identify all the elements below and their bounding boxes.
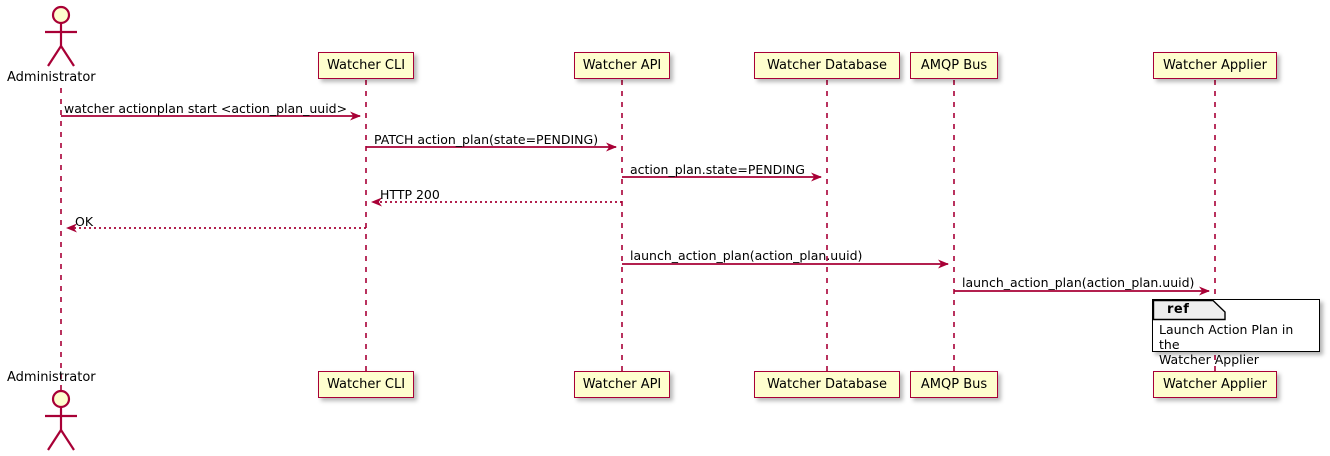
message-label-5: OK bbox=[75, 214, 94, 229]
ref-fragment-tab-label: ref bbox=[1167, 302, 1190, 317]
participant-watcher-database-top[interactable]: Watcher Database bbox=[754, 52, 900, 79]
message-arrows bbox=[61, 111, 1210, 296]
participant-label: Watcher API bbox=[582, 58, 662, 73]
lifelines bbox=[60, 80, 1216, 392]
ref-fragment-line-2: Watcher Applier bbox=[1159, 352, 1259, 367]
participant-watcher-database-bottom[interactable]: Watcher Database bbox=[754, 371, 900, 398]
message-label-6: launch_action_plan(action_plan.uuid) bbox=[630, 248, 863, 263]
participant-watcher-applier-bottom[interactable]: Watcher Applier bbox=[1153, 371, 1277, 398]
actor-administrator-top bbox=[45, 5, 77, 67]
participant-label: Watcher Database bbox=[767, 377, 887, 392]
participant-watcher-cli-top[interactable]: Watcher CLI bbox=[318, 52, 414, 79]
message-label-1: watcher actionplan start <action_plan_uu… bbox=[64, 101, 348, 116]
participant-label: AMQP Bus bbox=[920, 58, 988, 73]
participant-amqp-bus-top[interactable]: AMQP Bus bbox=[910, 52, 998, 79]
participant-label: AMQP Bus bbox=[920, 377, 988, 392]
message-label-7: launch_action_plan(action_plan.uuid) bbox=[962, 275, 1195, 290]
actor-label-administrator-bottom: Administrator bbox=[7, 370, 96, 385]
ref-fragment[interactable]: ref Launch Action Plan in the Watcher Ap… bbox=[1152, 299, 1320, 367]
message-label-4: HTTP 200 bbox=[380, 187, 440, 202]
participant-label: Watcher CLI bbox=[326, 58, 406, 73]
participant-label: Watcher Applier bbox=[1163, 58, 1267, 73]
participant-watcher-api-top[interactable]: Watcher API bbox=[574, 52, 670, 79]
participant-amqp-bus-bottom[interactable]: AMQP Bus bbox=[910, 371, 998, 398]
participant-label: Watcher Applier bbox=[1163, 377, 1267, 392]
participant-label: Watcher CLI bbox=[326, 377, 406, 392]
participant-label: Watcher API bbox=[582, 377, 662, 392]
ref-fragment-line-1: Launch Action Plan in the bbox=[1159, 322, 1294, 352]
actor-label-administrator-top: Administrator bbox=[7, 70, 96, 85]
participant-watcher-applier-top[interactable]: Watcher Applier bbox=[1153, 52, 1277, 79]
ref-fragment-tab-outline bbox=[1153, 300, 1226, 321]
ref-fragment-tab bbox=[1153, 300, 1225, 319]
message-label-2: PATCH action_plan(state=PENDING) bbox=[374, 132, 599, 147]
ref-fragment-body: Launch Action Plan in the Watcher Applie… bbox=[1159, 322, 1314, 367]
participant-label: Watcher Database bbox=[767, 58, 887, 73]
actor-administrator-bottom bbox=[45, 389, 77, 451]
participant-watcher-cli-bottom[interactable]: Watcher CLI bbox=[318, 371, 414, 398]
message-label-3: action_plan.state=PENDING bbox=[630, 162, 805, 177]
participant-watcher-api-bottom[interactable]: Watcher API bbox=[574, 371, 670, 398]
